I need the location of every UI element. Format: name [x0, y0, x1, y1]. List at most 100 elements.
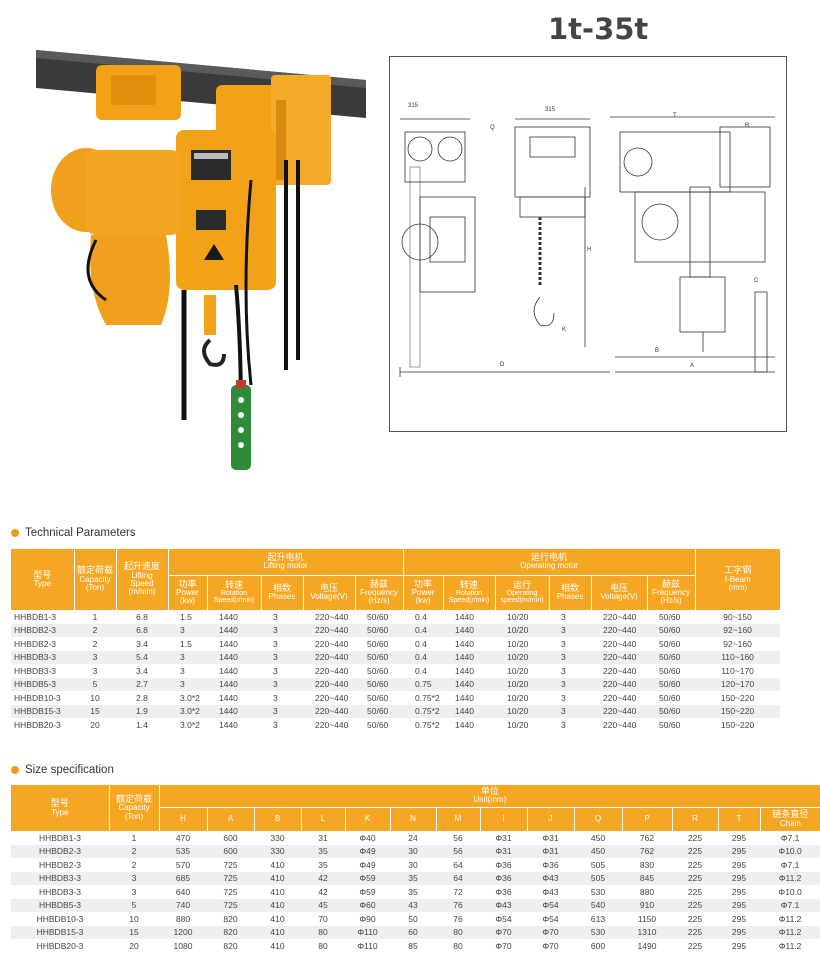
table-cell: 880 — [622, 885, 672, 899]
table-cell: 10/20 — [495, 718, 550, 732]
table-cell: 50/60 — [647, 704, 696, 718]
table-cell: 70 — [301, 912, 345, 926]
table-cell: 150~220 — [695, 718, 781, 732]
table-cell: 20 — [109, 939, 159, 953]
table-cell: 92~160 — [695, 637, 781, 651]
table-cell: 3.0*2 — [168, 704, 207, 718]
table-cell: 64 — [436, 858, 480, 872]
table-cell: 80 — [436, 939, 480, 953]
table-cell: 10 — [74, 691, 116, 705]
col-h: H — [158, 807, 207, 831]
table-cell: HHBDB3-3 — [11, 650, 74, 664]
table-cell: 410 — [254, 912, 301, 926]
tech-params-heading: Technical Parameters — [11, 527, 136, 539]
table-cell: 76 — [436, 898, 480, 912]
table-cell: 5 — [109, 898, 159, 912]
table-cell: 225 — [672, 831, 718, 845]
table-cell: 410 — [254, 939, 301, 953]
table-cell: 880 — [159, 912, 207, 926]
table-cell: 150~220 — [695, 704, 781, 718]
table-cell: 72 — [436, 885, 480, 899]
table-cell: Φ60 — [345, 898, 390, 912]
table-cell: Φ7.1 — [760, 858, 820, 872]
table-cell: 225 — [672, 885, 718, 899]
table-cell: 3 — [261, 718, 303, 732]
table-cell: HHBDB20-3 — [11, 939, 109, 953]
table-cell: 1 — [109, 831, 159, 845]
table-cell: 0.75*2 — [403, 718, 444, 732]
table-cell: 220~440 — [303, 623, 355, 637]
table-cell: 600 — [207, 831, 254, 845]
table-cell: 410 — [254, 925, 301, 939]
table-cell: 410 — [254, 885, 301, 899]
table-cell: 762 — [622, 844, 672, 858]
table-cell: 450 — [574, 831, 622, 845]
table-cell: 505 — [574, 871, 622, 885]
table-cell: 56 — [436, 844, 480, 858]
table-cell: 410 — [254, 858, 301, 872]
table-cell: 220~440 — [591, 677, 648, 691]
table-cell: HHBDB5-3 — [11, 898, 109, 912]
table-cell: 295 — [718, 844, 760, 858]
table-cell: 3 — [549, 704, 592, 718]
table-cell: 10/20 — [495, 637, 550, 651]
table-cell: 3 — [261, 664, 303, 678]
table-cell: 2 — [74, 623, 116, 637]
table-cell: 220~440 — [591, 637, 648, 651]
table-cell: 1080 — [159, 939, 207, 953]
table-cell: Φ110 — [345, 939, 390, 953]
table-cell: 1440 — [207, 677, 261, 691]
col-p: P — [621, 807, 672, 831]
table-cell: 220~440 — [591, 704, 648, 718]
table-cell: 3 — [549, 664, 592, 678]
table-cell: 830 — [622, 858, 672, 872]
table-cell: 225 — [672, 925, 718, 939]
table-cell: 42 — [301, 885, 345, 899]
table-cell: HHBDB10-3 — [11, 912, 109, 926]
table-cell: 600 — [574, 939, 622, 953]
table-cell: Φ70 — [480, 925, 527, 939]
table-cell: 50/60 — [647, 650, 696, 664]
table-cell: 1440 — [443, 704, 496, 718]
table-cell: 50/60 — [647, 623, 696, 637]
table-cell: 1440 — [207, 664, 261, 678]
table-cell: 60 — [390, 925, 436, 939]
table-cell: 3.4 — [116, 664, 168, 678]
tech-params-title: Technical Parameters — [25, 527, 136, 539]
table-cell: HHBDB2-3 — [11, 858, 109, 872]
table-cell: 50/60 — [355, 637, 404, 651]
table-cell: 295 — [718, 885, 760, 899]
table-cell: Φ43 — [527, 871, 574, 885]
table-cell: 2 — [109, 858, 159, 872]
table-cell: 3 — [74, 650, 116, 664]
col-t: T — [717, 807, 760, 831]
table-cell: HHBDB2-3 — [11, 844, 109, 858]
table-cell: HHBDB20-3 — [11, 718, 74, 732]
table-cell: 1440 — [207, 623, 261, 637]
table-cell: 3 — [261, 637, 303, 651]
table-cell: Φ43 — [480, 898, 527, 912]
col-q: Q — [573, 807, 622, 831]
table-cell: 3 — [261, 610, 303, 624]
table-cell: 295 — [718, 858, 760, 872]
table-cell: Φ70 — [527, 925, 574, 939]
table-cell: 35 — [301, 858, 345, 872]
table-cell: 845 — [622, 871, 672, 885]
table-cell: 3 — [168, 664, 207, 678]
